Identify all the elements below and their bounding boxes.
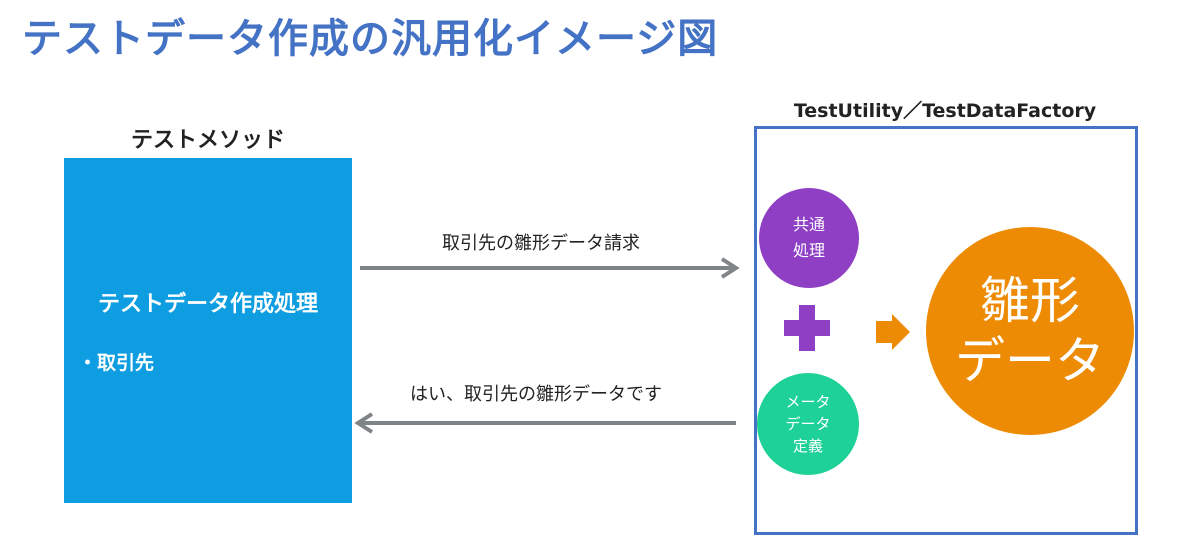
- test-utility-label: TestUtility／TestDataFactory: [793, 100, 1097, 122]
- response-arrow: [354, 412, 736, 434]
- plus-icon: [784, 305, 830, 351]
- plus-vertical-bar: [799, 305, 815, 351]
- response-arrow-label: はい、取引先の雛形データです: [410, 384, 662, 405]
- template-data-label: 雛形 データ: [955, 272, 1105, 390]
- request-arrow-head: [720, 257, 740, 279]
- request-arrow-label: 取引先の雛形データ請求: [442, 233, 640, 254]
- test-method-label: テストメソッド: [130, 128, 285, 153]
- response-arrow-head: [354, 412, 374, 434]
- page-title: テストデータ作成の汎用化イメージ図: [22, 16, 719, 62]
- test-utility-box: [754, 126, 1138, 535]
- account-item: ・取引先: [78, 352, 155, 374]
- arrow-right-icon: [876, 314, 910, 350]
- common-process-circle: 共通 処理: [759, 188, 859, 288]
- template-data-circle: 雛形 データ: [926, 227, 1134, 435]
- common-process-label: 共通 処理: [792, 215, 825, 260]
- test-method-box: テストデータ作成処理 ・取引先: [64, 158, 352, 503]
- metadata-definition-circle: メータ データ 定義: [757, 373, 859, 475]
- metadata-definition-label: メータ データ 定義: [785, 393, 831, 455]
- test-data-creation-label: テストデータ作成処理: [97, 292, 318, 317]
- request-arrow: [360, 257, 740, 279]
